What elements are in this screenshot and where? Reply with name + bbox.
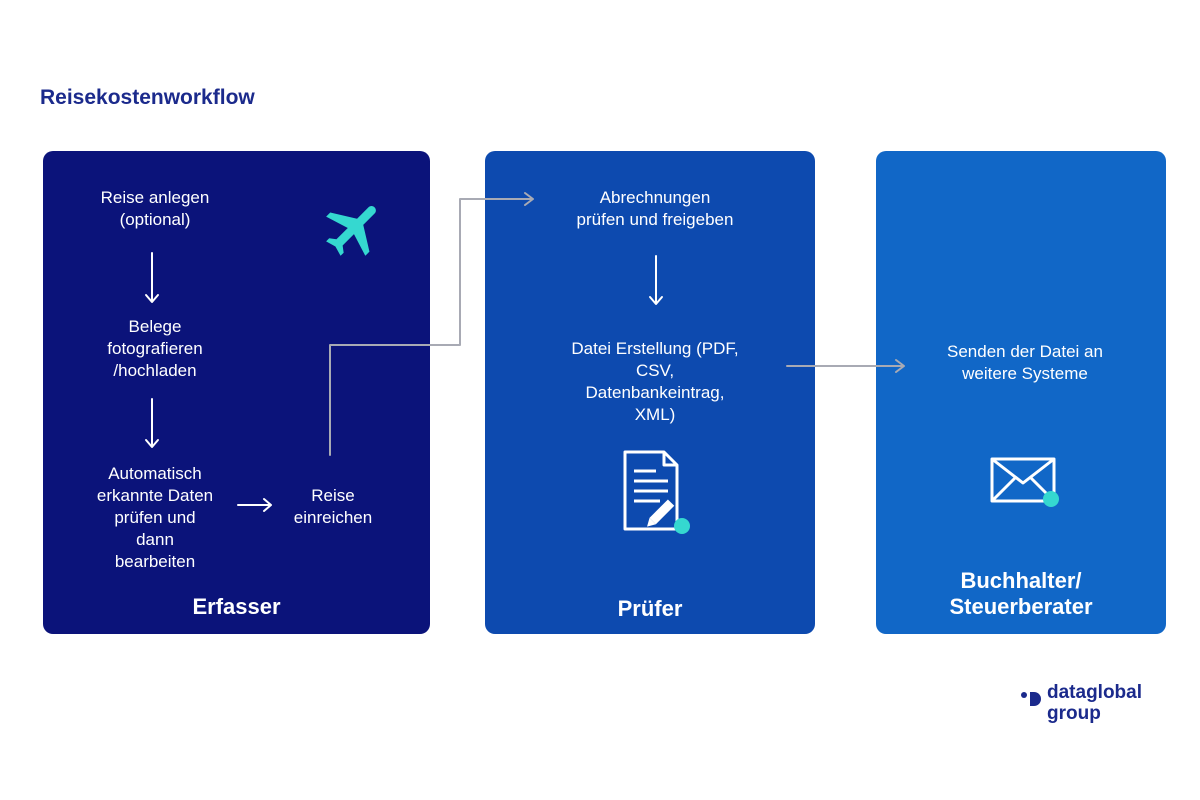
step-datei-erstellung: Datei Erstellung (PDF, CSV, Datenbankein… (571, 339, 739, 424)
logo-text: dataglobal group (1047, 682, 1142, 724)
document-edit-icon (623, 450, 690, 534)
envelope-icon (990, 457, 1059, 507)
airplane-icon (326, 206, 376, 256)
arrow-right-einreichen (237, 498, 272, 512)
arrow-down-1 (145, 252, 159, 303)
connector-to-buchhalter (786, 359, 905, 373)
step-abrechnungen-pruefen: Abrechnungen prüfen und freigeben (576, 188, 734, 229)
step-belege-fotografieren: Belege fotografieren /hochladen (107, 317, 203, 380)
diagram-title: Reisekostenworkflow (40, 86, 255, 109)
role-buchhalter-steuerberater: Buchhalter/ Steuerberater (949, 568, 1093, 619)
step-reise-anlegen: Reise anlegen (optional) (100, 188, 210, 229)
logo-line-2: group (1047, 703, 1101, 724)
connector-to-pruefer (329, 192, 534, 456)
role-pruefer: Prüfer (617, 596, 683, 621)
panel-erfasser (43, 151, 430, 634)
arrow-down-3 (649, 255, 663, 305)
role-erfasser: Erfasser (192, 594, 281, 619)
arrow-down-2 (145, 398, 159, 448)
step-daten-pruefen: Automatisch erkannte Daten prüfen und da… (96, 464, 214, 571)
step-reise-einreichen: Reise einreichen (293, 486, 373, 527)
panel-buchhalter (876, 151, 1166, 634)
logo-mark-icon (1021, 692, 1041, 706)
step-senden-datei: Senden der Datei an weitere Systeme (947, 342, 1103, 383)
logo-line-1: dataglobal (1047, 682, 1143, 703)
dataglobal-logo: dataglobal group (1020, 682, 1170, 728)
panel-pruefer (485, 151, 815, 634)
